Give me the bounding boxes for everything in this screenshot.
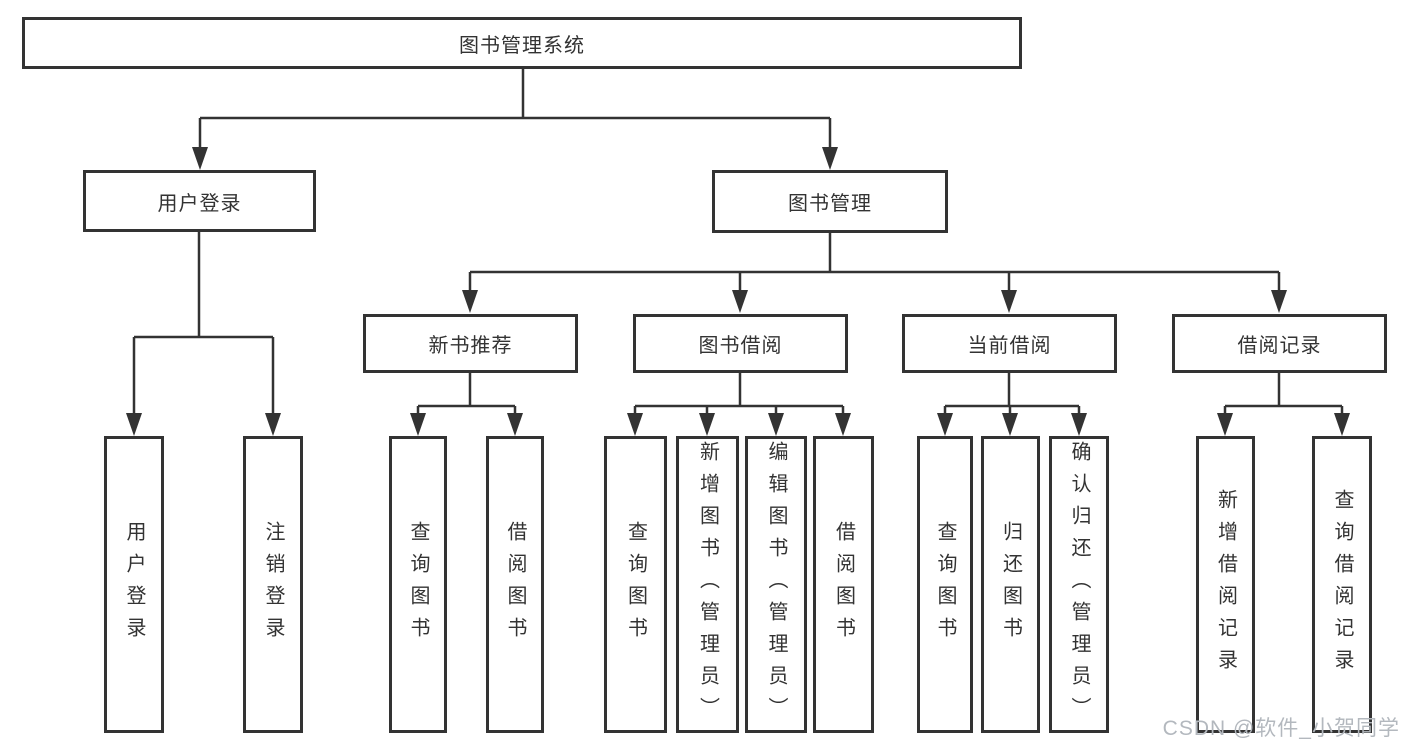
node-book-borrowing: 图书借阅 — [633, 314, 848, 373]
leaf-add-book-admin: 新增图书（管理员） — [676, 436, 739, 733]
node-root-label: 图书管理系统 — [459, 34, 585, 57]
leaf-user-login: 用户登录 — [104, 436, 164, 733]
leaf-return-books-label: 归还图书 — [999, 520, 1022, 649]
leaf-query-borrow-record: 查询借阅记录 — [1312, 436, 1372, 733]
node-borrow-records-label: 借阅记录 — [1237, 335, 1322, 357]
leaf-return-books: 归还图书 — [981, 436, 1040, 733]
leaf-borrow-books-recommend-label: 借阅图书 — [504, 520, 526, 649]
leaf-query-books-current-label: 查询图书 — [934, 520, 956, 649]
csdn-watermark: CSDN @软件_小贺同学 — [1162, 717, 1400, 740]
leaf-query-borrow-record-label: 查询借阅记录 — [1331, 488, 1353, 681]
leaf-borrow-books-label: 借阅图书 — [832, 520, 855, 649]
node-new-book-recommend-label: 新书推荐 — [428, 335, 513, 357]
node-user-login-label: 用户登录 — [157, 192, 242, 215]
node-borrow-records: 借阅记录 — [1172, 314, 1387, 373]
leaf-query-books-recommend: 查询图书 — [389, 436, 447, 733]
leaf-edit-book-admin: 编辑图书（管理员） — [745, 436, 807, 733]
leaf-user-login-label: 用户登录 — [123, 520, 145, 649]
node-user-login: 用户登录 — [83, 170, 316, 232]
leaf-query-books-borrowing-label: 查询图书 — [624, 520, 647, 649]
leaf-confirm-return-admin-label: 确认归还（管理员） — [1068, 440, 1090, 729]
leaf-add-borrow-record-label: 新增借阅记录 — [1214, 488, 1237, 681]
leaf-logout: 注销登录 — [243, 436, 303, 733]
leaf-query-books-borrowing: 查询图书 — [604, 436, 667, 733]
leaf-query-books-current: 查询图书 — [917, 436, 973, 733]
leaf-edit-book-admin-label: 编辑图书（管理员） — [765, 440, 787, 729]
node-root: 图书管理系统 — [22, 17, 1022, 69]
node-current-borrowing: 当前借阅 — [902, 314, 1117, 373]
node-book-management-label: 图书管理 — [788, 193, 872, 215]
leaf-borrow-books-recommend: 借阅图书 — [486, 436, 544, 733]
node-new-book-recommend: 新书推荐 — [363, 314, 578, 373]
leaf-logout-label: 注销登录 — [262, 520, 284, 649]
leaf-borrow-books: 借阅图书 — [813, 436, 874, 733]
leaf-query-books-recommend-label: 查询图书 — [407, 520, 429, 649]
node-current-borrowing-label: 当前借阅 — [967, 335, 1052, 357]
leaf-confirm-return-admin: 确认归还（管理员） — [1049, 436, 1109, 733]
node-book-borrowing-label: 图书借阅 — [698, 335, 783, 357]
leaf-add-book-admin-label: 新增图书（管理员） — [696, 440, 719, 729]
node-book-management: 图书管理 — [712, 170, 948, 233]
leaf-add-borrow-record: 新增借阅记录 — [1196, 436, 1255, 733]
